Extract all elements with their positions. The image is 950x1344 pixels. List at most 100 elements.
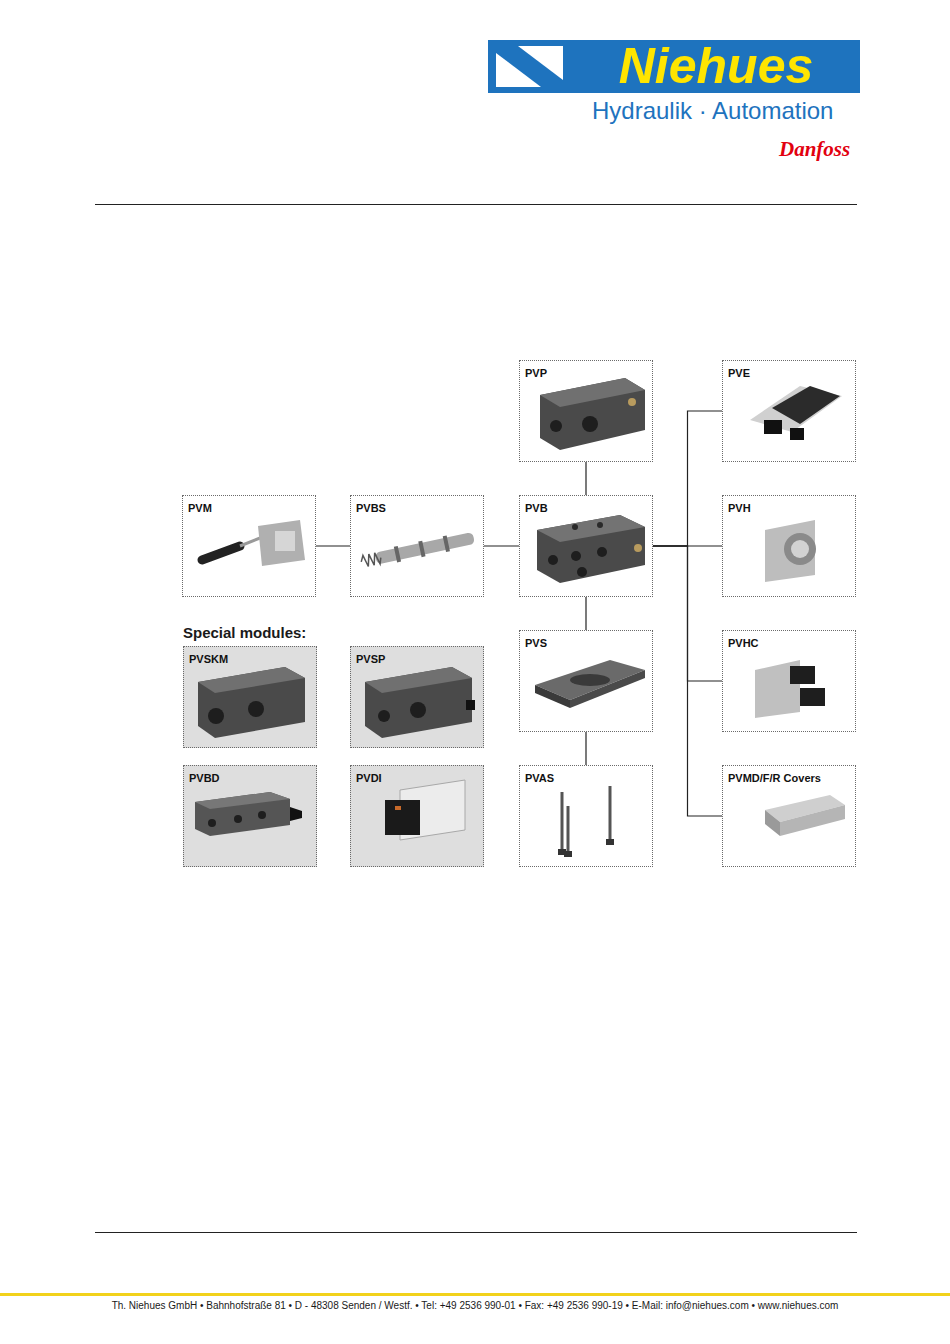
spool-groove — [443, 536, 450, 552]
port-hole — [550, 420, 562, 432]
port-hole — [582, 416, 598, 432]
module-box: PVMD/F/R Covers — [722, 765, 856, 867]
actuator-base — [750, 386, 842, 432]
actuator-housing — [765, 520, 815, 582]
module-name: PVBS — [356, 502, 386, 515]
footer-band — [0, 1293, 950, 1296]
tie-bolt — [561, 792, 564, 850]
actuator-hub — [791, 540, 809, 558]
end-plate-recess — [570, 674, 610, 686]
tie-bolt — [567, 806, 570, 852]
connector-line — [653, 546, 722, 816]
connector-plug — [800, 688, 825, 706]
cover-side — [765, 810, 780, 836]
connector-line — [484, 545, 519, 546]
group-heading: Special modules: — [183, 623, 306, 642]
port-hole — [208, 708, 224, 724]
logo-tagline: Hydraulik · Automation — [592, 97, 833, 125]
actuator-housing — [772, 386, 840, 424]
spool-spring — [360, 552, 382, 568]
special-ground — [183, 765, 317, 867]
special-ground — [350, 765, 484, 867]
spool-body — [375, 532, 475, 565]
valve-block — [537, 515, 645, 583]
connector-line — [585, 732, 586, 765]
end-plate-side — [570, 670, 645, 708]
port-hole — [410, 702, 426, 718]
solenoid — [385, 800, 420, 835]
logo-emblem-field — [496, 46, 563, 87]
valve-block-top — [540, 378, 645, 407]
module-name: PVSKM — [189, 653, 228, 666]
connector-plug — [764, 420, 782, 434]
module-box: PVBS — [350, 495, 484, 597]
valve-block — [540, 378, 645, 450]
connector-line — [585, 597, 586, 630]
lever-handle — [202, 546, 240, 560]
solenoid-lamp — [395, 806, 401, 810]
port-hole — [571, 551, 581, 561]
module-box: PVAS — [519, 765, 653, 867]
module-box: PVS — [519, 630, 653, 732]
tie-bolt — [609, 786, 612, 840]
module-name: PVMD/F/R Covers — [728, 772, 821, 785]
module-box: PVB — [519, 495, 653, 597]
lever-cover — [275, 531, 295, 551]
module-name: PVE — [728, 367, 750, 380]
module-name: PVP — [525, 367, 547, 380]
logo-bar — [571, 40, 860, 93]
spool-groove — [418, 541, 425, 557]
module-box: PVSKM — [183, 646, 317, 748]
knob — [290, 807, 302, 821]
module-name: PVM — [188, 502, 212, 515]
footer-rule — [95, 1232, 857, 1233]
end-plate-side — [535, 685, 570, 708]
module-box: PVHC — [722, 630, 856, 732]
connector-line — [316, 545, 350, 546]
module-name: PVS — [525, 637, 547, 650]
plug — [466, 700, 475, 710]
module-box: PVH — [722, 495, 856, 597]
module-name: PVHC — [728, 637, 759, 650]
valve-block — [365, 667, 472, 738]
port-hole — [597, 522, 603, 528]
cover-side — [780, 805, 845, 836]
fitting — [628, 398, 636, 406]
valve-block — [195, 792, 290, 836]
port-hole — [208, 819, 216, 827]
module-box: PVSP — [350, 646, 484, 748]
special-ground — [183, 646, 317, 748]
module-name: PVH — [728, 502, 751, 515]
header-rule — [95, 204, 857, 205]
lever-body — [258, 520, 305, 566]
connector-plug — [790, 666, 815, 684]
valve-block-top — [365, 667, 472, 693]
port-hole — [234, 815, 242, 823]
brand-mark: Danfoss — [779, 136, 850, 162]
valve-block-top — [537, 515, 645, 542]
connector-line — [653, 411, 722, 546]
logo-wordmark: Niehues — [575, 39, 857, 93]
port-hole — [248, 701, 264, 717]
footer-address: Th. Niehues GmbH • Bahnhofstraße 81 • D … — [0, 1299, 950, 1312]
port-hole — [577, 567, 587, 577]
connector-plug — [790, 428, 804, 440]
module-box: PVE — [722, 360, 856, 462]
port-hole — [378, 710, 390, 722]
module-box: PVP — [519, 360, 653, 462]
port-hole — [597, 547, 607, 557]
connector-line — [585, 462, 586, 495]
module-name: PVDI — [356, 772, 382, 785]
spool-groove — [394, 546, 401, 562]
port-hole — [258, 811, 266, 819]
actuator-plate — [784, 533, 816, 565]
module-box: PVM — [182, 495, 316, 597]
module-name: PVB — [525, 502, 548, 515]
special-ground — [350, 646, 484, 748]
module-box: PVBD — [183, 765, 317, 867]
port-hole — [572, 524, 578, 530]
logo-emblem-stripe — [496, 46, 563, 87]
valve-block — [198, 667, 305, 738]
bolt-head — [564, 851, 572, 857]
